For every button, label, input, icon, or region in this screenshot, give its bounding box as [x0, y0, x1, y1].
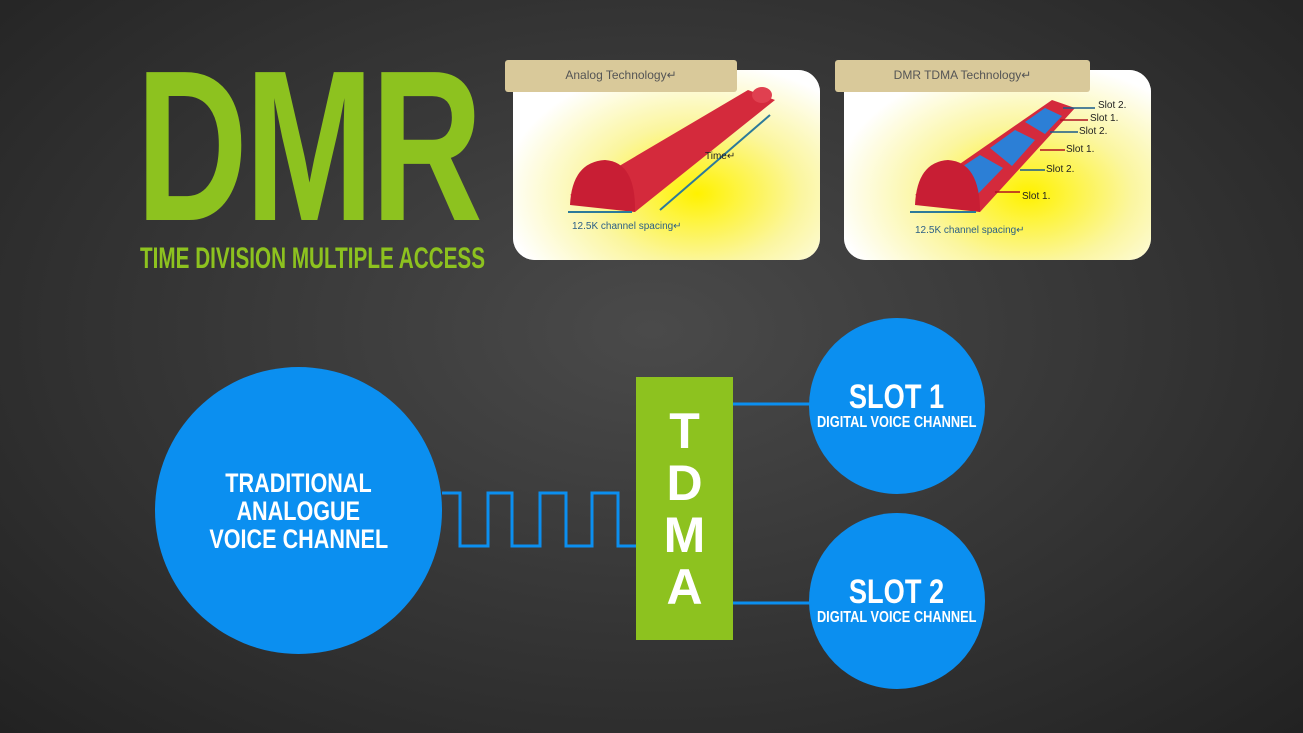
analog-time-label: Time↵ [705, 151, 735, 162]
analog-tube [568, 87, 775, 213]
analog-panel-header: Analog Technology↵ [505, 60, 737, 92]
slot-arrows [995, 107, 1095, 193]
page-title: DMR [136, 25, 483, 266]
tdma-letter: D [666, 454, 703, 511]
square-wave [442, 491, 636, 548]
circle-line: TRADITIONAL [225, 467, 372, 498]
slot-subtitle: DIGITAL VOICE CHANNEL [817, 414, 977, 431]
slot-label: Slot 2. [1098, 100, 1126, 111]
slot-title: SLOT 2 [849, 573, 945, 611]
analog-voice-channel-circle: TRADITIONAL ANALOGUE VOICE CHANNEL [155, 367, 442, 654]
tdma-box: T D M A [636, 377, 733, 640]
tdma-spacing-label: 12.5K channel spacing↵ [915, 225, 1025, 236]
circle-line: VOICE CHANNEL [209, 523, 388, 554]
tdma-tube [910, 100, 1075, 213]
slot-label: Slot 1. [1066, 144, 1094, 155]
page-subtitle: TIME DIVISION MULTIPLE ACCESS [140, 242, 486, 275]
slot-label: Slot 1. [1090, 113, 1118, 124]
tdma-letter: T [669, 402, 700, 459]
slot-label: Slot 1. [1022, 191, 1050, 202]
slot-label: Slot 2. [1046, 164, 1074, 175]
analog-spacing-label: 12.5K channel spacing↵ [572, 221, 682, 232]
tdma-letter: A [666, 558, 703, 615]
slot-title: SLOT 1 [849, 378, 945, 416]
slot-subtitle: DIGITAL VOICE CHANNEL [817, 609, 977, 626]
slot-2-circle: SLOT 2 DIGITAL VOICE CHANNEL [809, 513, 985, 689]
slot-1-circle: SLOT 1 DIGITAL VOICE CHANNEL [809, 318, 985, 494]
circle-line: ANALOGUE [236, 495, 361, 526]
tdma-panel-header: DMR TDMA Technology↵ [835, 60, 1090, 92]
slot-label: Slot 2. [1079, 126, 1107, 137]
tdma-letter: M [663, 506, 706, 563]
